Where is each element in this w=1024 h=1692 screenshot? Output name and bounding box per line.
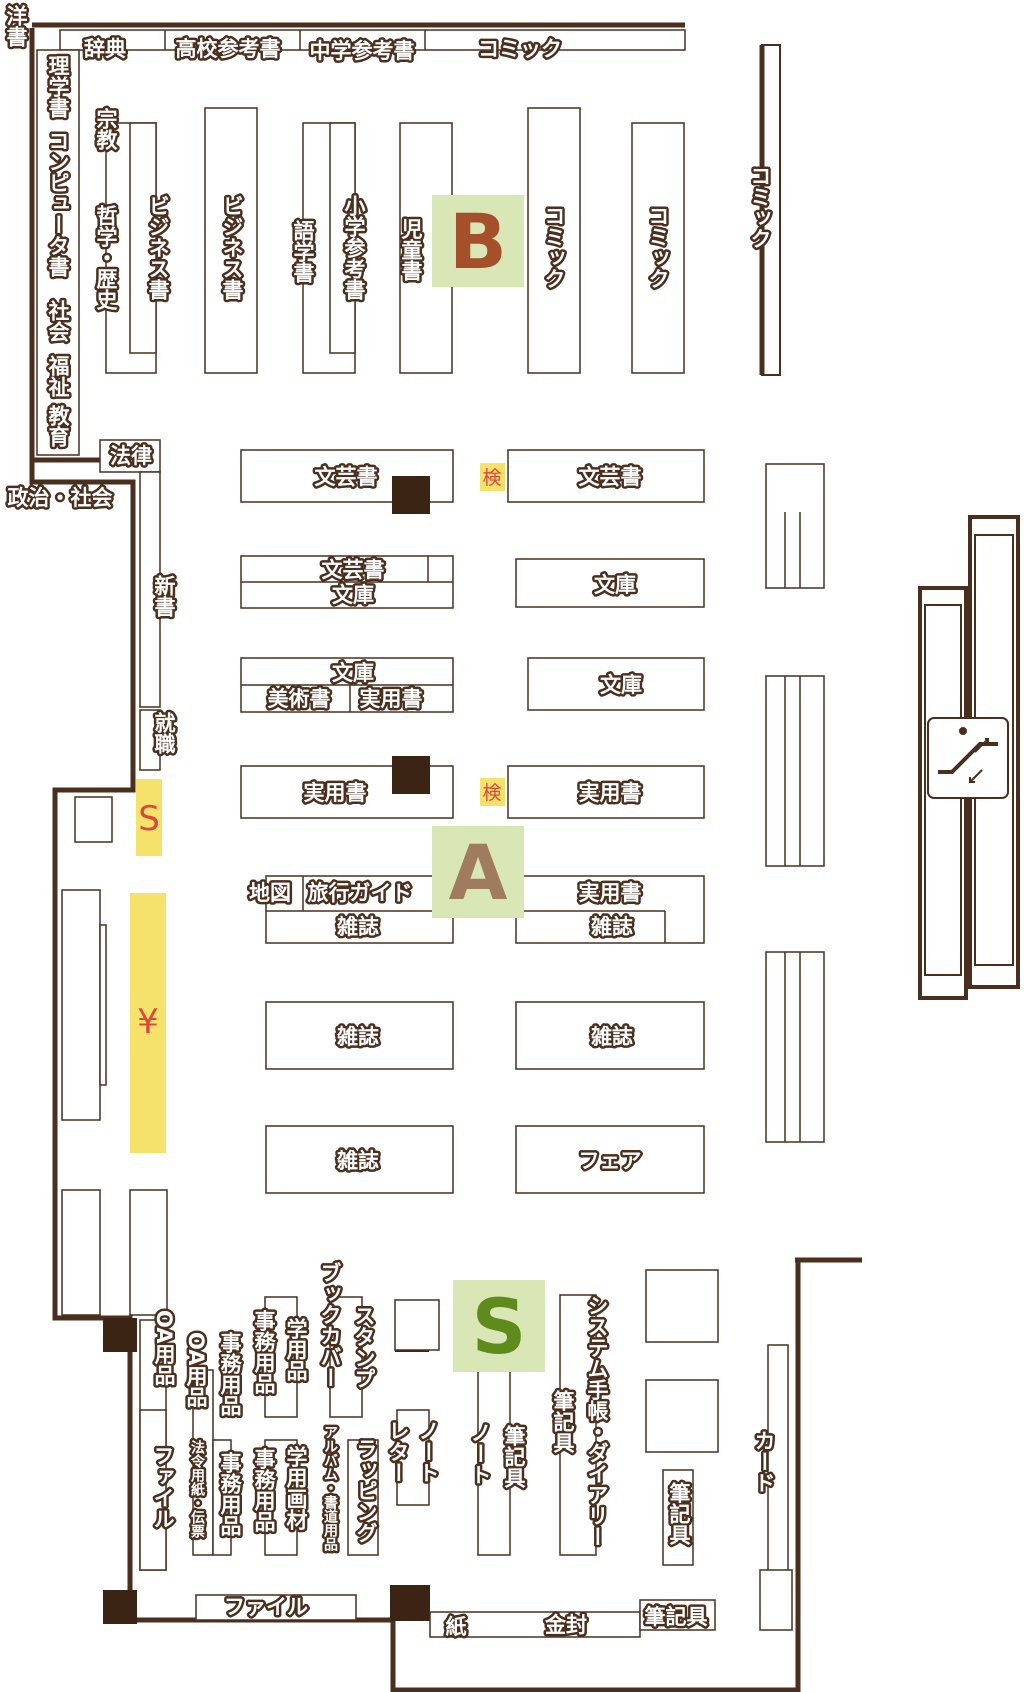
label-album: アルバム・書道用品: [322, 1425, 338, 1552]
label-literature-3: 文芸書: [322, 558, 385, 582]
label-school-1: 学用品: [284, 1317, 308, 1382]
zone-a-bg: [432, 826, 524, 918]
zone-a-label: A: [449, 828, 508, 917]
label-elem-ref: 小学参考書: [342, 195, 366, 301]
label-western: 洋書: [4, 4, 28, 48]
label-religion: 宗教: [94, 107, 118, 151]
label-legal-paper: 法令用紙・伝票: [189, 1439, 206, 1539]
label-magazine-1: 雑誌: [336, 915, 379, 939]
label-comic-top: コミック: [478, 37, 562, 61]
zone-s-label: S: [472, 1282, 527, 1371]
label-map: 地図: [249, 881, 291, 905]
label-literature-2: 文芸書: [579, 465, 642, 489]
register-s-label: S: [138, 799, 160, 839]
label-comic-1: コミック: [542, 205, 566, 289]
label-office-4: 事務用品: [252, 1447, 276, 1533]
label-office-2: 事務用品: [252, 1309, 276, 1395]
label-welfare: 福祉: [46, 355, 71, 397]
search-kiosk-1-label: 検: [482, 467, 501, 489]
label-office-1: 事務用品: [218, 1331, 242, 1417]
register-yen-label: ¥: [137, 1002, 159, 1042]
label-highschool-ref: 高校参考書: [176, 37, 281, 61]
label-comic-right: コミック: [748, 165, 772, 249]
label-oa-2: OA用品: [184, 1332, 208, 1409]
search-kiosk-2-label: 検: [482, 782, 501, 804]
label-office-3: 事務用品: [218, 1451, 242, 1537]
label-practical-3: 実用書: [579, 781, 642, 805]
label-fair: フェア: [579, 1149, 642, 1173]
zone-b-bg: [432, 195, 524, 287]
label-stationery-4: 筆記具: [645, 1605, 708, 1629]
label-bunko-4: 文庫: [600, 673, 642, 697]
label-stationery-3: 筆記具: [667, 1481, 691, 1546]
label-bookcover: ブックカバー: [318, 1261, 342, 1388]
label-file-2: ファイル: [224, 1595, 308, 1619]
label-travel: 旅行ガイド: [308, 881, 413, 905]
label-envelope: 金封: [544, 1613, 587, 1637]
label-notebook-2: ノート: [468, 1422, 492, 1485]
label-middleschool-ref: 中学参考書: [310, 39, 415, 63]
label-dictionary: 辞典: [84, 37, 126, 61]
label-business-1: ビジネス書: [146, 195, 170, 301]
register-s-bg: [136, 779, 162, 856]
label-letter: レター: [386, 1420, 410, 1483]
label-business-2: ビジネス書: [220, 195, 244, 301]
label-oa-1: OA用品: [152, 1310, 176, 1387]
label-literature-1: 文芸書: [315, 465, 378, 489]
label-shinsho: 新書: [152, 574, 176, 618]
label-magazine-2: 雑誌: [590, 915, 633, 939]
register-yen-bg: [130, 893, 166, 1153]
label-bunko-1: 文庫: [332, 583, 374, 607]
label-education: 教育: [46, 404, 70, 447]
label-computer: コンピュータ書: [46, 130, 70, 278]
zone-b-label: B: [449, 197, 507, 286]
label-practical-4: 実用書: [579, 881, 642, 905]
search-kiosk-1-bg: [480, 463, 505, 491]
label-language: 語学書: [291, 219, 315, 284]
label-school-paint: 学用画材: [284, 1445, 308, 1531]
label-bunko-3: 文庫: [332, 661, 374, 685]
label-notebook-1: ノート: [416, 1420, 440, 1483]
label-politics: 政治・社会: [8, 486, 113, 510]
label-card: カード: [752, 1430, 776, 1493]
label-magazine-5: 雑誌: [336, 1149, 379, 1173]
label-file-1: ファイル: [151, 1445, 175, 1529]
label-science: 理学書: [46, 55, 70, 119]
label-magazine-4: 雑誌: [590, 1025, 633, 1049]
label-practical-2: 実用書: [304, 781, 367, 805]
label-stamp: スタンプ: [352, 1305, 376, 1389]
zone-s-bg: [453, 1280, 545, 1372]
label-comic-2: コミック: [646, 205, 670, 289]
label-magazine-3: 雑誌: [336, 1025, 379, 1049]
label-philosophy: 哲学・歴史: [94, 205, 118, 311]
label-employment: 就職: [152, 711, 176, 754]
label-practical-1: 実用書: [360, 687, 423, 711]
label-stationery-2: 筆記具: [551, 1389, 575, 1454]
label-law: 法律: [110, 444, 152, 468]
label-art: 美術書: [268, 687, 331, 711]
label-stationery-1: 筆記具: [502, 1424, 526, 1489]
label-society: 社会: [46, 299, 71, 343]
label-planner: システム手帳・ダイアリー: [585, 1295, 609, 1547]
label-children: 児童書: [399, 218, 424, 282]
label-wrapping: ラッピング: [354, 1438, 378, 1543]
label-paper: 紙: [446, 1615, 467, 1639]
label-bunko-2: 文庫: [594, 573, 636, 597]
search-kiosk-2-bg: [480, 778, 505, 806]
